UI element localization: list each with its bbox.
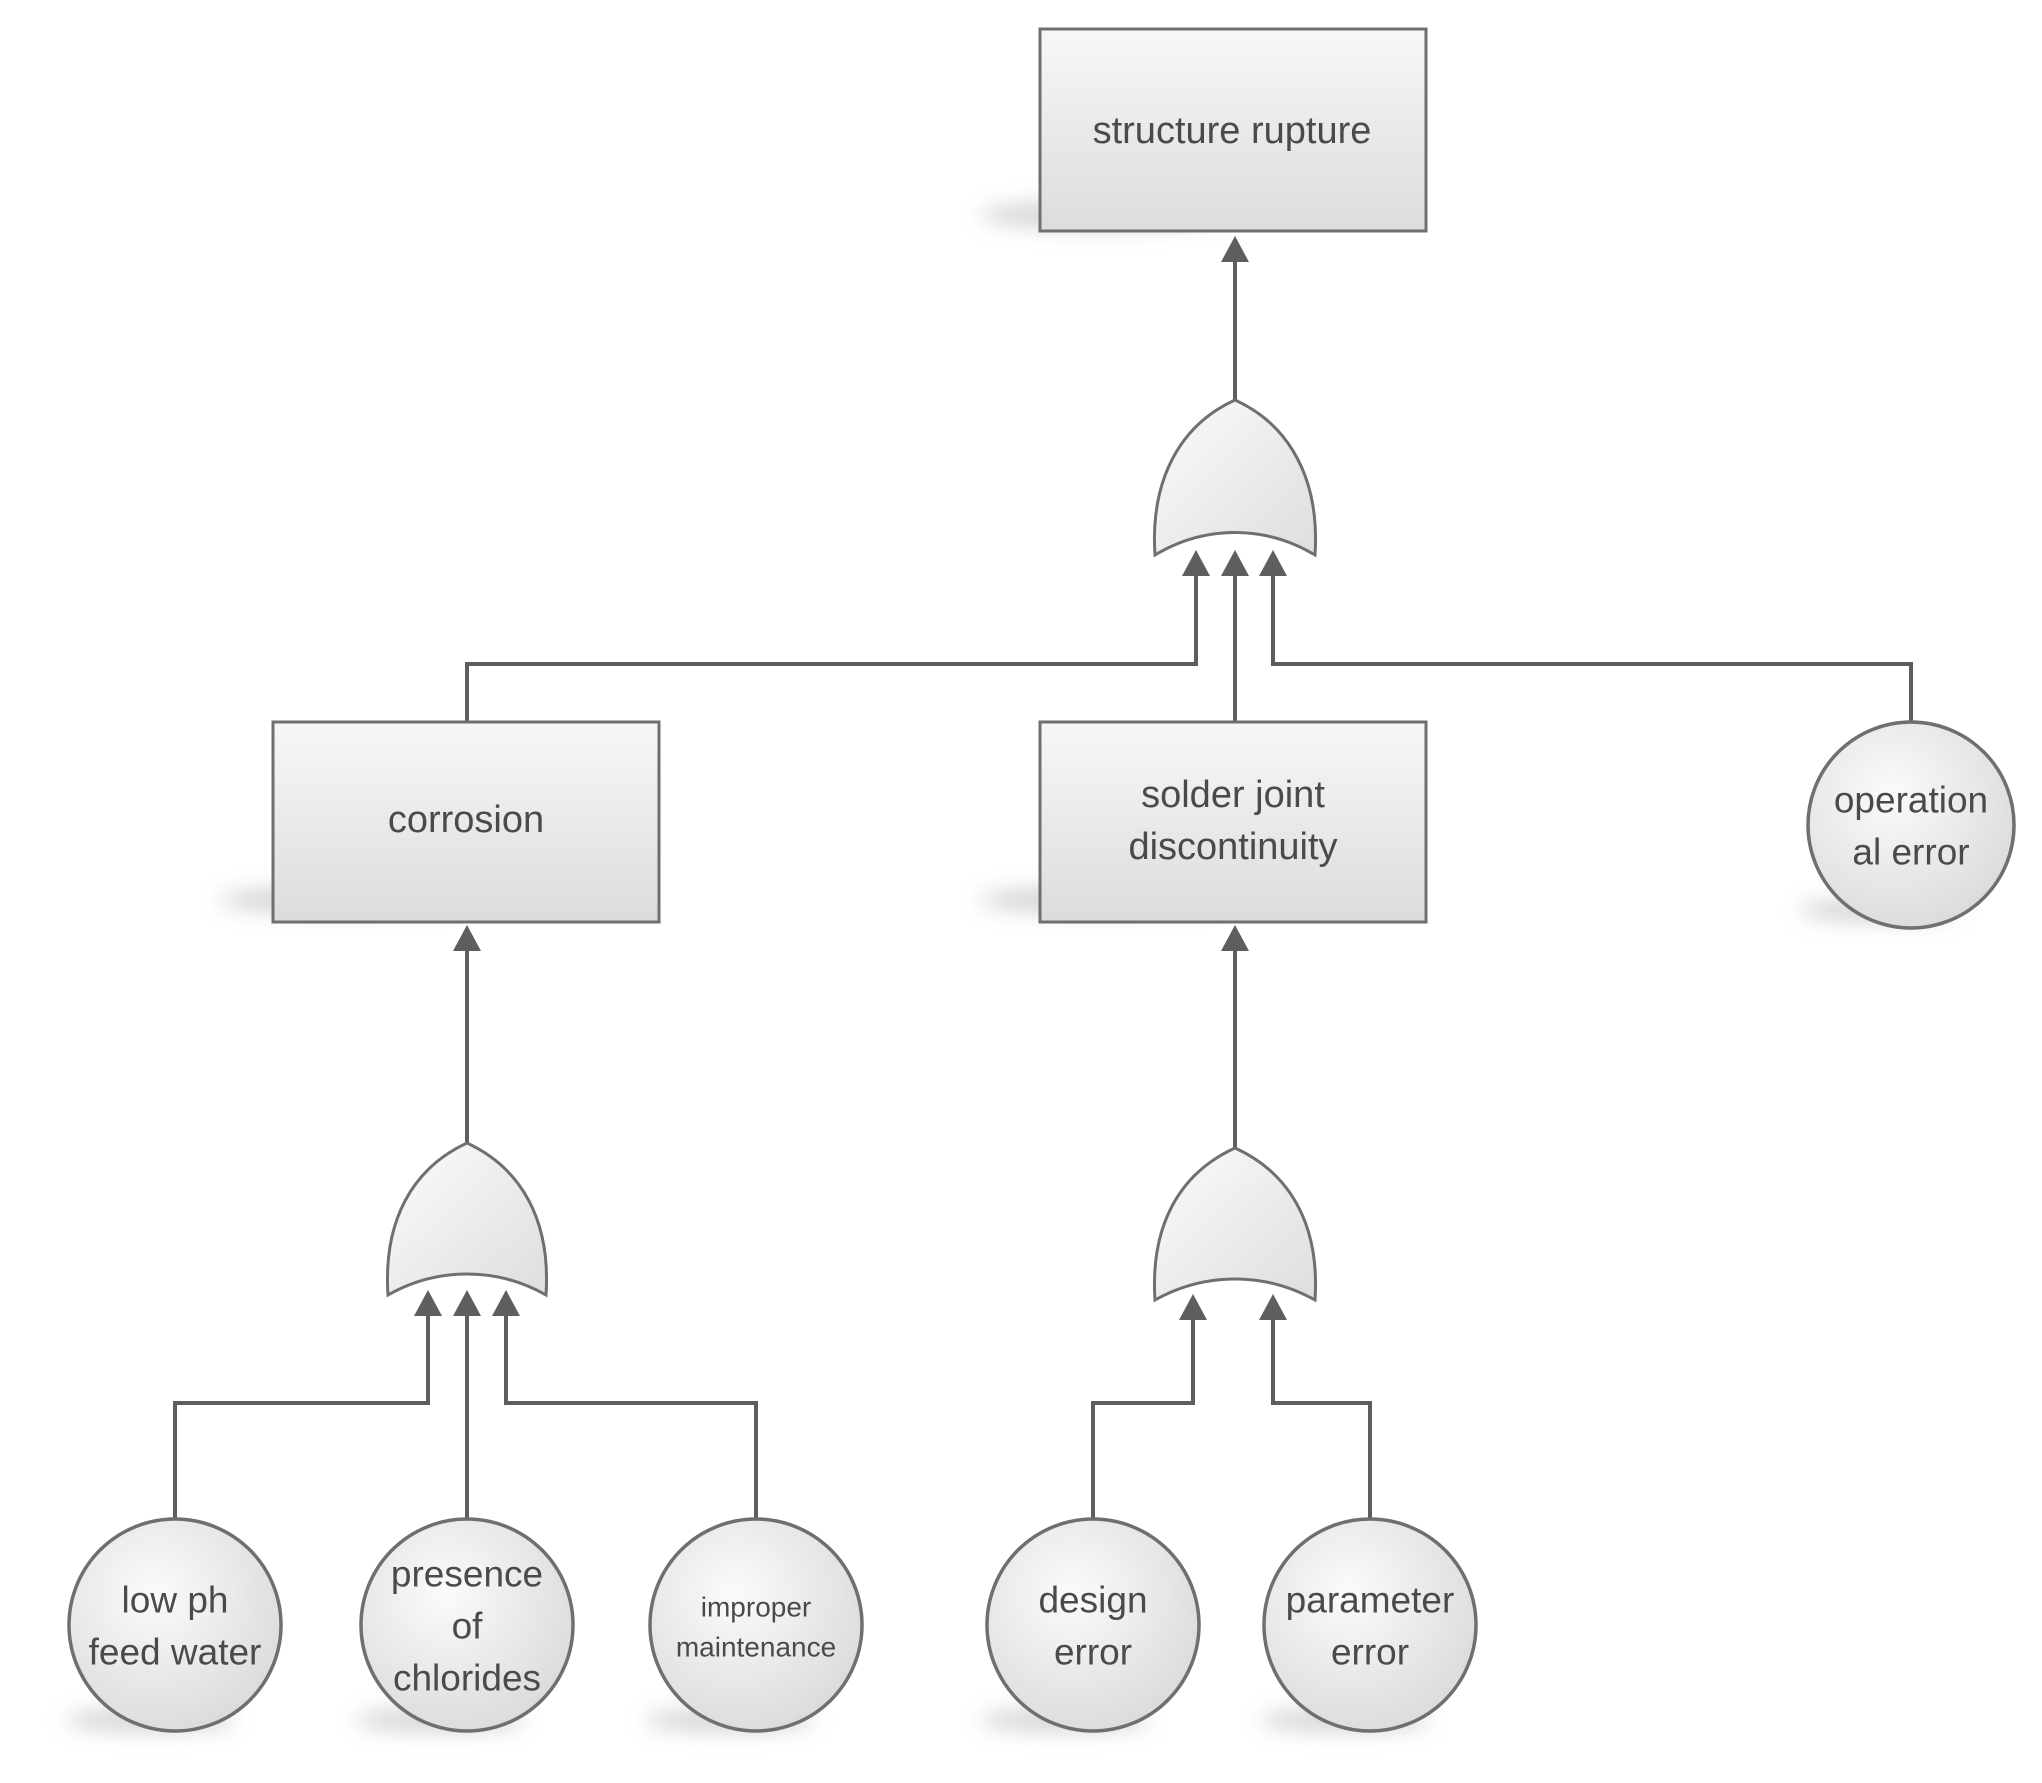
arrow-icon — [1221, 550, 1249, 576]
or-gate-top — [1152, 398, 1318, 558]
arrow-icon — [1221, 236, 1249, 262]
basic-event-label-line-2: feed water — [89, 1632, 262, 1673]
connector-parameter-to-middle-gate — [1271, 1316, 1372, 1518]
connector-low-ph-to-left-gate — [173, 1312, 430, 1518]
basic-event-label-line-1: improper — [701, 1592, 811, 1623]
event-box — [1038, 27, 1428, 233]
basic-event-label-line-2: maintenance — [676, 1632, 836, 1663]
or-gate-icon — [1152, 1146, 1318, 1303]
connector-design-to-middle-gate — [1091, 1316, 1195, 1518]
arrow-icon — [1259, 550, 1287, 576]
event-corrosion: corrosion — [271, 720, 661, 924]
arrow-icon — [492, 1290, 520, 1316]
basic-event-low-ph-feed-water: low ph feed water — [67, 1517, 283, 1733]
basic-event-label-line-1: low ph — [122, 1580, 229, 1621]
basic-event-label-line-1: operation — [1834, 780, 1988, 821]
basic-event-label-line-1: parameter — [1286, 1580, 1455, 1621]
arrow-icon — [1259, 1294, 1287, 1320]
arrow-icon — [453, 1290, 481, 1316]
basic-event-improper-maintenance: improper maintenance — [648, 1517, 864, 1733]
basic-event-circle — [1806, 720, 2016, 930]
or-gate-icon — [385, 1141, 549, 1298]
basic-event-circle — [648, 1517, 864, 1733]
basic-event-label-line-2: error — [1054, 1632, 1132, 1673]
basic-event-label-line-2: of — [452, 1606, 484, 1647]
basic-event-label-line-1: design — [1038, 1580, 1147, 1621]
arrow-icon — [1182, 550, 1210, 576]
event-label: structure rupture — [1093, 110, 1372, 152]
basic-event-label-line-3: chlorides — [393, 1658, 541, 1699]
basic-event-circle — [359, 1517, 575, 1733]
basic-event-circle — [1262, 1517, 1478, 1733]
or-gate-left — [385, 1141, 549, 1298]
connector-corrosion-to-top-gate — [465, 572, 1198, 722]
arrow-icon — [1221, 925, 1249, 951]
basic-event-presence-of-chlorides: presence of chlorides — [359, 1517, 575, 1733]
connector-maintenance-to-left-gate — [504, 1312, 758, 1518]
event-label: corrosion — [388, 799, 544, 841]
or-gate-middle — [1152, 1146, 1318, 1303]
event-structure-rupture: structure rupture — [1038, 27, 1428, 233]
basic-event-circle — [985, 1517, 1201, 1733]
event-box — [271, 720, 661, 924]
event-solder-joint-discontinuity: solder joint discontinuity — [1038, 720, 1428, 924]
basic-event-label-line-2: al error — [1852, 832, 1969, 873]
drop-shadows — [65, 201, 1960, 1732]
event-label-line-1: solder joint — [1141, 774, 1325, 816]
basic-event-label-line-2: error — [1331, 1632, 1409, 1673]
event-box — [1038, 720, 1428, 924]
basic-event-design-error: design error — [985, 1517, 1201, 1733]
connectors — [173, 236, 1913, 1518]
basic-event-operational-error: operation al error — [1806, 720, 2016, 930]
arrow-icon — [414, 1290, 442, 1316]
or-gate-icon — [1152, 398, 1318, 558]
basic-event-parameter-error: parameter error — [1262, 1517, 1478, 1733]
basic-event-label-line-1: presence — [391, 1554, 543, 1595]
connector-operational-to-top-gate — [1271, 572, 1913, 722]
basic-event-circle — [67, 1517, 283, 1733]
arrow-icon — [453, 925, 481, 951]
event-label-line-2: discontinuity — [1128, 826, 1337, 868]
arrow-icon — [1179, 1294, 1207, 1320]
